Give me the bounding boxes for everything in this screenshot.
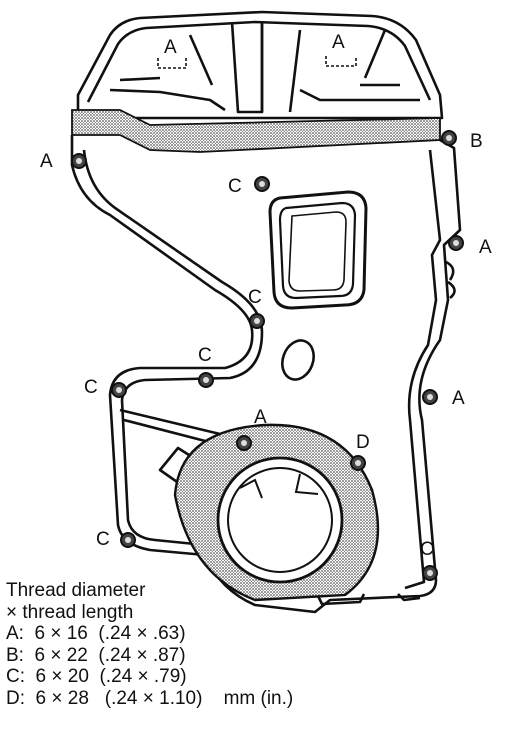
legend-title-line2: × thread length (6, 601, 134, 623)
crank-pulley-area (173, 423, 380, 602)
callout-a-center: A (254, 407, 267, 428)
callout-a-top-left: A (40, 151, 53, 172)
legend-row-a: A: 6 × 16 (.24 × .63) (6, 623, 186, 644)
gasket-band (71, 109, 441, 153)
top-label-right: A (332, 32, 345, 53)
thread-size-legend: Thread diameter × thread length A: 6 × 1… (6, 580, 293, 709)
callout-d: D (356, 432, 370, 453)
top-label-left: A (164, 37, 177, 58)
callout-b: B (470, 131, 483, 152)
callout-c-left: C (84, 377, 98, 398)
callout-c-middle: C (248, 287, 262, 308)
legend-row-c: C: 6 × 20 (.24 × .79) (6, 666, 187, 687)
callout-a-right-lower: A (452, 388, 465, 409)
callout-c-lower-right: C (420, 539, 434, 560)
legend-row-b: B: 6 × 22 (.24 × .87) (6, 644, 186, 666)
callout-a-right-upper: A (479, 237, 492, 258)
upper-cover (76, 10, 444, 120)
inspection-window (268, 190, 368, 310)
legend-row-d: D: 6 × 28 (.24 × 1.10) mm (in.) (6, 687, 294, 709)
callout-c-upper: C (228, 176, 242, 197)
legend-title-line1: Thread diameter (6, 580, 146, 601)
callout-c-inner: C (198, 345, 212, 366)
callout-c-lower-left: C (96, 529, 110, 550)
